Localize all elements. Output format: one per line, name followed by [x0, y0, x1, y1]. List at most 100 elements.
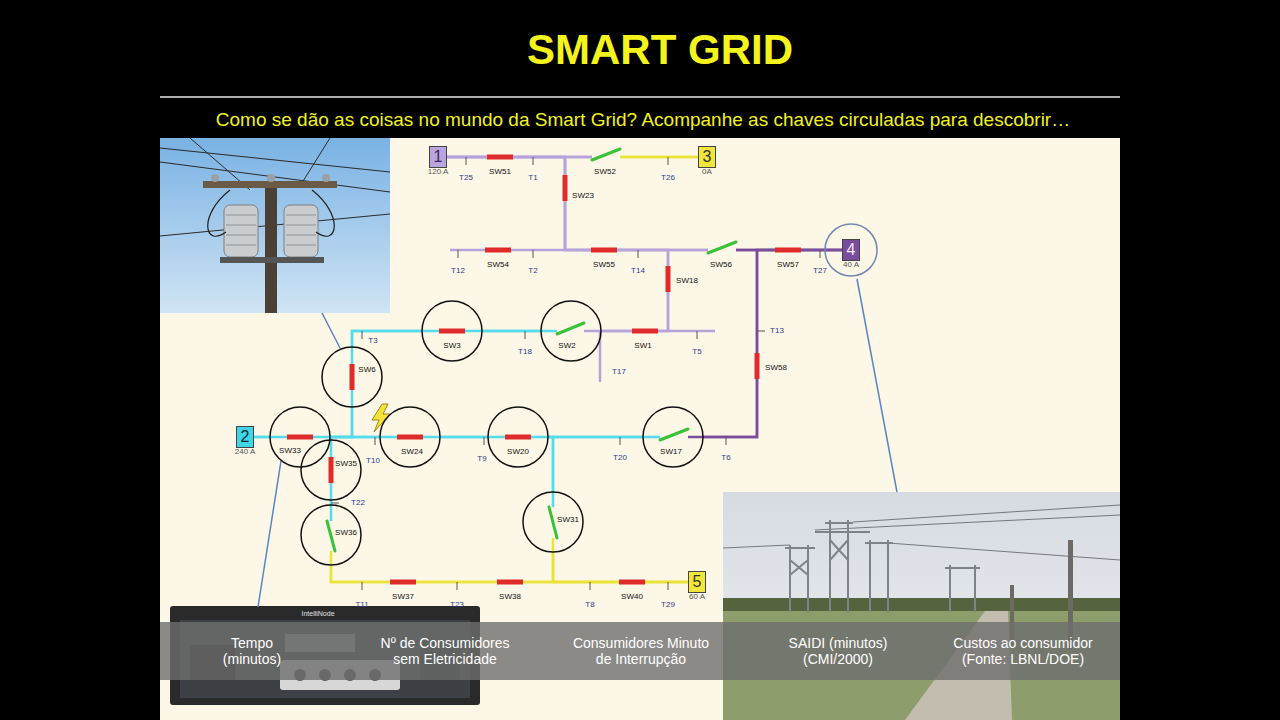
closed-switch [287, 155, 801, 585]
source-number: 4 [847, 242, 856, 258]
tap-label: T1 [528, 174, 537, 183]
closed-switch [775, 248, 801, 253]
title-rule [160, 96, 1120, 98]
current-reading: 120 A [428, 168, 448, 177]
network-line [254, 157, 842, 582]
pole-photo [265, 188, 277, 313]
switch-ring [642, 406, 704, 468]
switch-name: SW6 [358, 366, 375, 375]
feeder-segment [549, 437, 554, 492]
feeder-segment [549, 436, 643, 439]
closed-switch [505, 435, 531, 440]
feeder-segment [620, 156, 698, 159]
current-reading: 60 A [689, 593, 705, 602]
switch-ring-outline [523, 492, 583, 552]
tap-label: T17 [612, 368, 626, 377]
feeder-segment [553, 553, 688, 583]
switch-ring-outline [301, 505, 361, 565]
switch-name: SW57 [777, 261, 799, 270]
pole-photo [220, 257, 324, 263]
feeder-line [331, 437, 380, 438]
tap-label: T20 [613, 454, 627, 463]
switch-circle: SW6 [321, 346, 383, 408]
substation-photo [723, 492, 1120, 720]
open-switch [549, 507, 557, 538]
switch-name: SW51 [489, 168, 511, 177]
source-number: 1 [434, 149, 443, 165]
tap-label: T23 [450, 601, 464, 610]
switch-ring [300, 439, 362, 501]
closed-switch [350, 364, 355, 390]
pole-photo [226, 215, 316, 245]
pole-photo [208, 190, 335, 236]
switch-circle: SW3 [421, 300, 483, 362]
switch-ring [379, 406, 441, 468]
switch-name: SW35 [335, 460, 357, 469]
switch-name: SW55 [593, 261, 615, 270]
feeder-segment [447, 157, 708, 250]
network-line [331, 157, 698, 582]
switch-ring-outline [488, 407, 548, 467]
closed-switch [619, 580, 645, 585]
source-number: 3 [703, 149, 712, 165]
network-line [447, 157, 715, 382]
feeder-line [549, 437, 643, 438]
switch-circle: SW35 [300, 439, 362, 501]
feeder-line [549, 437, 554, 492]
pole-photo [267, 174, 275, 182]
closed-switch [755, 353, 760, 379]
tap-label: T8 [585, 601, 594, 610]
switch-ring-outline [380, 407, 440, 467]
substation-photo [785, 520, 980, 612]
pole-photo [160, 138, 390, 313]
switch-ring-outline [270, 407, 330, 467]
switch-circle: SW2 [540, 300, 602, 362]
switch-ring-outline [541, 301, 601, 361]
feeder-line [447, 157, 842, 250]
pole-photo [211, 174, 219, 182]
switch-circle: SW33 [269, 406, 331, 468]
switch-ring-outline [301, 440, 361, 500]
tap-label: T14 [631, 267, 645, 276]
closed-switch [591, 248, 617, 253]
leader-line [258, 279, 897, 607]
open-switch [592, 149, 620, 160]
switch-name: SW56 [710, 261, 732, 270]
substation-photo [723, 505, 1120, 560]
switch-ring-outline [643, 407, 703, 467]
tap-label: T29 [661, 601, 675, 610]
open-switch [327, 521, 335, 551]
feeder-line [553, 553, 688, 583]
highlight-ring [825, 224, 877, 276]
tap-label: T27 [813, 267, 827, 276]
closed-switch [666, 266, 671, 292]
switch-name: SW58 [765, 364, 787, 373]
switch-name: SW20 [507, 448, 529, 457]
open-switch [557, 323, 584, 334]
feeder-line [483, 331, 541, 332]
feeder-segment [441, 436, 488, 439]
source-box: 560 A [688, 571, 706, 593]
switch-ring-outline [322, 347, 382, 407]
tap-label: T13 [770, 327, 784, 336]
source-number: 2 [241, 429, 250, 445]
switch-ring [487, 406, 549, 468]
feeder-segment [483, 330, 541, 333]
diagram-panel [160, 138, 1120, 720]
pole-photo [160, 138, 390, 313]
tap-label: T12 [451, 267, 465, 276]
closed-switch [497, 580, 523, 585]
feeder-segment [331, 408, 353, 438]
feeder-line [331, 408, 353, 438]
source-box: 2240 A [236, 426, 254, 448]
tap-label: T10 [366, 457, 380, 466]
switch-name: SW3 [443, 342, 460, 351]
tap-label: T11 [355, 601, 368, 610]
source-box: 440 A [842, 239, 860, 261]
switch-ring [540, 300, 602, 362]
switch-name: SW33 [279, 447, 301, 456]
device-brand: IntelliNode [301, 610, 334, 618]
open-switch [660, 429, 688, 440]
